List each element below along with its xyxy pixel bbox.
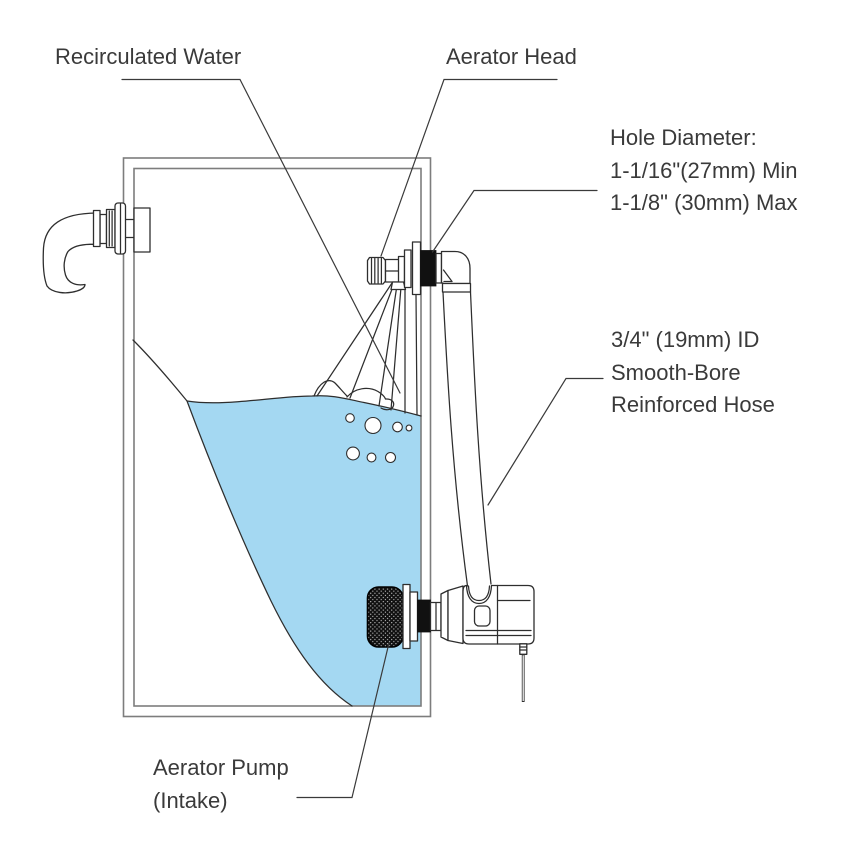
label-hose: 3/4" (19mm) ID Smooth-Bore Reinforced Ho… (611, 324, 775, 422)
pump-thru-hull-black (417, 599, 431, 633)
hole-diameter-title: Hole Diameter: (610, 125, 757, 150)
tank (122, 157, 432, 718)
hole-diameter-min: 1-1/16"(27mm) Min (610, 157, 798, 183)
recirc-fitting (42, 202, 151, 294)
label-hole-diameter: Hole Diameter: 1-1/16"(27mm) Min 1-1/8" … (610, 122, 798, 220)
label-aerator-pump: Aerator Pump (Intake) (153, 752, 289, 817)
water-body (187, 395, 421, 706)
aerator-flange-inner (403, 249, 412, 289)
leader-aerator-head (380, 78, 558, 257)
pump (366, 583, 535, 702)
hose-type-2: Reinforced Hose (611, 392, 775, 417)
leader-hose (487, 377, 604, 506)
hose (442, 291, 492, 587)
recirc-spout (42, 212, 97, 294)
aerator-nut (435, 252, 443, 284)
splash-wave-2 (346, 387, 387, 400)
leader-hole-diameter (431, 189, 598, 253)
spray-lines (316, 282, 418, 416)
power-wire (519, 643, 528, 702)
aerator-head-fitting (366, 241, 472, 296)
hose-clamp (441, 282, 472, 293)
tank-outer-wall (122, 157, 432, 718)
leader-recirculated-water (121, 78, 401, 394)
hose-end-boot (467, 585, 491, 602)
label-recirculated-water: Recirculated Water (55, 44, 242, 69)
water (187, 395, 421, 706)
water-surface (132, 339, 422, 707)
leader-aerator-pump (296, 642, 390, 799)
water-surface-line (186, 395, 422, 417)
label-aerator-head: Aerator Head (446, 44, 577, 69)
pump-intake: (Intake) (153, 787, 228, 813)
water-slope-line (132, 339, 353, 707)
tank-inner-wall (133, 167, 422, 707)
thru-hull-black (420, 250, 437, 287)
aerator-nozzle (366, 256, 387, 285)
recirc-pipe (99, 213, 108, 245)
aerator-flange-outer (411, 241, 422, 296)
leader-lines (121, 78, 604, 799)
hose-type-1: Smooth-Bore (611, 359, 741, 385)
intake-strainer (366, 586, 404, 648)
splash-curl (380, 398, 395, 411)
hole-diameter-max: 1-1/8" (30mm) Max (610, 190, 798, 215)
outlet-elbow (440, 250, 471, 285)
recirc-backing-plate (133, 207, 151, 253)
hose-size: 3/4" (19mm) ID (611, 327, 760, 352)
spray-outlet-nub (390, 281, 407, 291)
bubbles (345, 413, 413, 464)
splash-wave-1 (313, 380, 348, 397)
pump-name: Aerator Pump (153, 755, 289, 780)
recirc-threads (105, 208, 116, 249)
